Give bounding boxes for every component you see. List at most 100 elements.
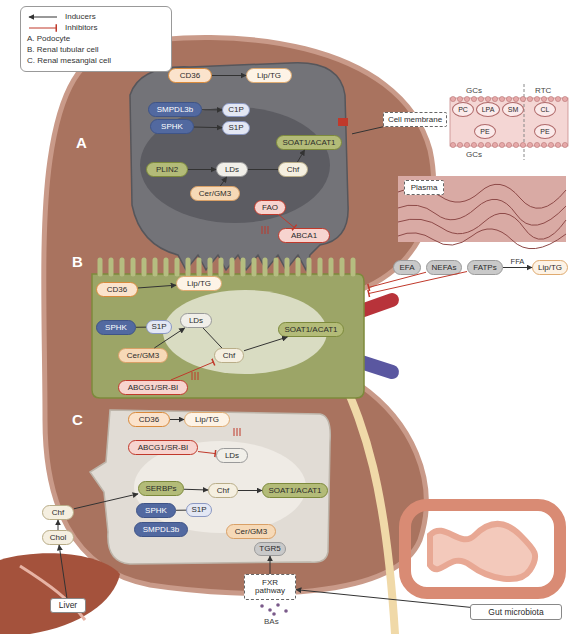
microvillus — [219, 260, 224, 274]
transporter-pill: ABCG1/SR-BI — [128, 440, 198, 455]
lipid-pill: Lip/TG — [246, 68, 292, 83]
legend-sample — [27, 13, 61, 21]
panel-divider — [524, 84, 525, 160]
microvillus — [186, 260, 191, 274]
bile-acid-dot — [284, 609, 288, 613]
node-label: Plasma — [411, 184, 438, 192]
node-label: SPHK — [145, 507, 167, 515]
metabolite-pill: C1P — [222, 103, 250, 117]
cell-body — [130, 63, 348, 270]
cholesterol-pill: Chf — [214, 348, 244, 363]
plasma-panel — [398, 176, 566, 249]
inhibitor-line — [198, 452, 216, 454]
legend-text: Inducers — [65, 12, 96, 21]
legend-row: C. Renal mesangial cell — [27, 55, 165, 66]
cell-region: CCD36Lip/TGABCG1/SR-BILDsSERBPsChfSOAT1/… — [70, 402, 335, 568]
inducer-arrow — [203, 328, 222, 348]
inhibitor-line — [171, 362, 214, 380]
sphingolipid-pill: Cer/GM3 — [226, 524, 276, 539]
node-label: SOAT1/ACAT1 — [282, 139, 335, 147]
lipid-head — [464, 96, 469, 101]
lipid-head — [548, 96, 553, 101]
transporter-pill: ABCA1 — [278, 228, 330, 243]
cell-body — [90, 410, 330, 564]
lipid-head — [471, 96, 476, 101]
microvillus — [285, 260, 290, 274]
protein-pill: SOAT1/ACAT1 — [278, 322, 344, 337]
panel-letter: A — [76, 135, 87, 150]
lipid-head — [499, 142, 504, 147]
node-label: Cer/GM3 — [235, 528, 267, 536]
free-label: GCs — [466, 150, 482, 159]
lipid-head — [478, 96, 483, 101]
protein-pill: SOAT1/ACAT1 — [262, 483, 328, 498]
node-label: LDs — [189, 317, 203, 325]
receptor-pill: CD36 — [128, 412, 170, 427]
node-label: PE — [480, 128, 489, 135]
node-label: Liver — [59, 601, 77, 610]
legend-text: B. Renal tubular cell — [27, 45, 99, 54]
metabolite-pill: S1P — [146, 320, 172, 334]
edge-label: FFA — [511, 257, 525, 266]
plasma-wave — [398, 199, 566, 225]
node-label: SMPDL3b — [157, 106, 193, 114]
inducer-arrow — [244, 337, 287, 351]
lipid-head — [520, 142, 525, 147]
lipid-head — [457, 96, 462, 101]
node-label: ABCG1/SR-BI — [138, 444, 189, 452]
microvillus — [153, 260, 158, 274]
legend-text: C. Renal mesangial cell — [27, 56, 111, 65]
microvillus — [164, 260, 169, 274]
protein-pill: SERBPs — [138, 481, 184, 496]
lipid-head — [485, 142, 490, 147]
node-label: Cer/GM3 — [127, 352, 159, 360]
membrane-panel — [450, 84, 568, 160]
lipid-heads — [450, 96, 567, 147]
microvillus — [120, 260, 125, 274]
inhibitor-line — [368, 272, 467, 294]
microvillus — [175, 260, 180, 274]
cell-region: ACD36Lip/TGSMPDL3bSPHKC1PS1PSOAT1/ACAT1P… — [70, 55, 352, 277]
panel-letter: B — [72, 254, 83, 269]
cell-body — [92, 274, 364, 398]
node-label: Chol — [50, 534, 66, 542]
lipid-head — [506, 96, 511, 101]
cell-interior — [140, 107, 330, 223]
node-label: Chf — [223, 352, 235, 360]
lipid-ellipse: PE — [474, 124, 496, 139]
node-label: CD36 — [107, 286, 127, 294]
node-label: Cer/GM3 — [199, 190, 231, 198]
inducer-arrow — [212, 75, 246, 76]
liver-illustration — [0, 553, 120, 634]
node-label: PE — [540, 128, 549, 135]
lipid-pill: Lip/TG — [532, 260, 568, 275]
lipid-head — [534, 96, 539, 101]
inhibitor-line — [279, 215, 295, 228]
small-intestine — [430, 524, 535, 579]
dashed-label-box: FXR pathway — [244, 574, 296, 600]
membrane-marker — [338, 118, 348, 126]
node-label: Chf — [52, 509, 64, 517]
node-label: SMPDL3b — [143, 526, 179, 534]
enzyme-pill: SPHK — [150, 119, 194, 134]
lipid-head — [527, 142, 532, 147]
microvillus — [340, 260, 345, 274]
inducer-arrow — [220, 177, 226, 186]
lipid-head — [471, 142, 476, 147]
lipid-head — [478, 142, 483, 147]
ureter — [340, 372, 395, 634]
microvillus — [131, 260, 136, 274]
lipid-head — [513, 96, 518, 101]
microvillus — [208, 260, 213, 274]
node-label: ABCA1 — [291, 232, 317, 240]
free-label: BAs — [264, 617, 279, 626]
inducer-arrow — [176, 510, 186, 511]
lipid-head — [457, 142, 462, 147]
node-label: Chf — [217, 487, 229, 495]
node-label: Lip/TG — [195, 416, 219, 424]
cholesterol-pill: Chol — [42, 530, 74, 545]
microvillus — [263, 260, 268, 274]
intestine-illustration — [405, 505, 560, 593]
free-label: GCs — [466, 86, 482, 95]
fatty-acid-pill: NEFAs — [426, 260, 462, 275]
